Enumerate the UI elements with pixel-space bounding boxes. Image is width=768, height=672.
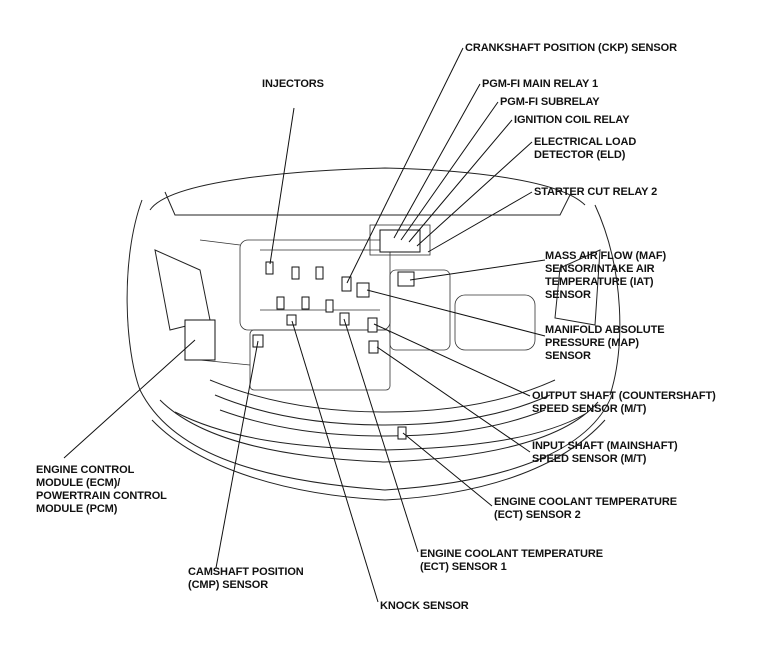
leader-eld: [416, 141, 533, 247]
label-pgm-fi-subrelay: PGM-FI SUBRELAY: [500, 96, 600, 108]
relay-box-symbol: [379, 229, 421, 253]
leader-input-shaft: [376, 346, 531, 453]
ckp-sensor-symbol: [341, 276, 352, 292]
label-input-shaft-sensor: INPUT SHAFT (MAINSHAFT) SPEED SENSOR (M/…: [532, 440, 678, 465]
map-sensor-symbol: [356, 282, 370, 298]
leader-ign-coil-relay: [408, 119, 513, 243]
label-ect-sensor-2: ENGINE COOLANT TEMPERATURE (ECT) SENSOR …: [494, 496, 677, 521]
leader-output-shaft: [373, 323, 531, 397]
label-starter-cut-relay: STARTER CUT RELAY 2: [534, 186, 658, 198]
label-ecm-pcm: ENGINE CONTROL MODULE (ECM)/ POWERTRAIN …: [36, 464, 167, 515]
vehicle-body-outline: [126, 167, 621, 501]
injector-4: [276, 296, 285, 310]
label-knock-sensor: KNOCK SENSOR: [380, 600, 469, 612]
label-injectors: INJECTORS: [262, 78, 324, 90]
leader-knock: [291, 320, 379, 603]
label-map-sensor: MANIFOLD ABSOLUTE PRESSURE (MAP) SENSOR: [545, 324, 665, 362]
injector-2: [291, 266, 300, 280]
ecm-symbol: [184, 319, 216, 361]
ect2-sensor-symbol: [397, 426, 407, 440]
leader-map: [366, 289, 546, 337]
label-pgm-fi-main-relay: PGM-FI MAIN RELAY 1: [482, 78, 599, 90]
injector-6: [325, 299, 334, 313]
input-shaft-sensor-symbol: [368, 340, 379, 354]
label-cmp-sensor: CAMSHAFT POSITION (CMP) SENSOR: [188, 566, 304, 591]
label-ckp-sensor: CRANKSHAFT POSITION (CKP) SENSOR: [465, 42, 677, 54]
label-eld: ELECTRICAL LOAD DETECTOR (ELD): [534, 136, 637, 161]
leader-cmp: [215, 340, 259, 569]
leader-injectors: [269, 107, 295, 265]
leader-ecm: [63, 339, 196, 459]
label-output-shaft-sensor: OUTPUT SHAFT (COUNTERSHAFT) SPEED SENSOR…: [532, 390, 716, 415]
injector-3: [315, 266, 324, 280]
label-maf-iat-sensor: MASS AIR FLOW (MAF) SENSOR/INTAKE AIR TE…: [545, 250, 667, 301]
injector-1: [265, 261, 274, 275]
component-symbols: [184, 229, 421, 440]
label-ignition-coil-relay: IGNITION COIL RELAY: [514, 114, 630, 126]
leader-subrelay: [400, 101, 499, 241]
maf-sensor-symbol: [397, 271, 415, 287]
leader-lines: [63, 47, 546, 603]
leader-maf: [409, 259, 546, 281]
injector-5: [301, 296, 310, 310]
leader-main-relay: [393, 83, 481, 239]
leader-ect2: [402, 432, 493, 507]
leader-ect1: [343, 318, 419, 553]
leader-starter-cut: [427, 191, 533, 253]
leader-ckp: [346, 47, 464, 284]
engine-block-outline: [199, 224, 536, 391]
knock-sensor-symbol: [286, 314, 297, 326]
label-ect-sensor-1: ENGINE COOLANT TEMPERATURE (ECT) SENSOR …: [420, 548, 603, 573]
